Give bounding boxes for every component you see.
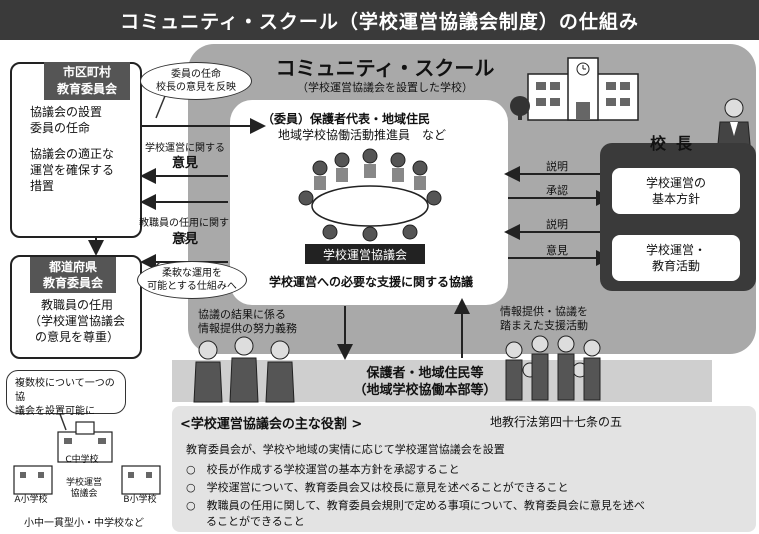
school-b-label: B小学校 [123, 495, 157, 505]
council-support-text: 学校運営への必要な支援に関する協議 [268, 275, 473, 289]
roles-item-1: ○ 校長が作成する学校運営の基本方針を承認すること [186, 463, 460, 476]
residents-illustration-icon [505, 335, 601, 401]
parents-illustration-icon [193, 336, 295, 403]
city-board-text2: 協議会の適正な 運営を確保する 措置 [30, 147, 115, 193]
roles-law-reference: 地教行法第四十七条の五 [490, 415, 623, 429]
pref-board-header: 都道府県 教育委員会 [30, 257, 116, 293]
arrow-label-explain-2: 説明 [546, 218, 568, 231]
council-members-line1: （委員）保護者代表・地域住民 [262, 112, 431, 126]
arrow-label-explain-1: 説明 [546, 160, 568, 173]
page-title: コミュニティ・スクール（学校運営協議会制度）の仕組み [0, 0, 759, 40]
city-board-text1: 協議会の設置 委員の任命 [30, 105, 103, 135]
multi-school-bubble: 複数校について一つの協 議会を設置可能に [6, 370, 126, 417]
opinion-school-operation-label: 意見 [171, 156, 198, 171]
roles-intro: 教育委員会が、学校や地域の実情に応じて学校運営協議会を設置 [186, 443, 505, 456]
council-label: 学校運営協議会 [305, 244, 425, 264]
roles-item-3: ○ 教職員の任用に関して、教育委員会規則で定める事項について、教育委員会に意見を… [186, 499, 645, 512]
opinion-school-operation-caption: 学校運営に関する [145, 143, 225, 154]
school-building-icon [510, 57, 639, 121]
pref-board-text: 教職員の任用 （学校運営協議会 の意見を尊重） [28, 298, 125, 344]
principal-basic-policy: 学校運営の 基本方針 [612, 168, 740, 214]
opinion-staff-appointment-label: 意見 [171, 232, 198, 247]
community-school-title: コミュニティ・スクール [275, 56, 495, 80]
principal-operation-activity: 学校運営・ 教育活動 [612, 235, 740, 281]
school-c-label: C中学校 [65, 455, 99, 465]
meeting-illustration-icon [298, 148, 442, 242]
roles-title: <学校運営協議会の主な役割 > [180, 417, 363, 432]
roles-item-2: ○ 学校運営について、教育委員会又は校長に意見を述べることができること [186, 481, 569, 494]
principal-label: 校長 [650, 134, 703, 153]
bubble-principal-opinion: 委員の任命 校長の意見を反映 [140, 62, 252, 100]
guardians-label: 保護者・地域住民等 （地域学校協働本部等） [353, 366, 497, 398]
bubble-flexible-operation: 柔軟な運用を 可能とする仕組みへ [137, 261, 247, 299]
arrow-label-opinion: 意見 [546, 244, 568, 257]
roles-item-3-cont: ることができること [206, 515, 305, 528]
community-school-subtitle: （学校運営協議会を設置した学校） [297, 81, 473, 94]
school-a-label: A小学校 [14, 495, 48, 505]
city-board-header: 市区町村 教育委員会 [44, 62, 130, 100]
effort-obligation-text: 協議の結果に係る 情報提供の努力義務 [198, 308, 297, 335]
roles-box [172, 406, 756, 532]
multi-school-illustration-icon [13, 421, 161, 495]
arrow-label-approve: 承認 [546, 184, 568, 197]
multi-council-label: 学校運営 協議会 [65, 478, 102, 499]
multi-school-caption: 小中一貫型小・中学校など [24, 518, 144, 529]
support-activity-text: 情報提供・協議を 踏まえた支援活動 [500, 305, 588, 332]
guardians-bar [172, 360, 712, 402]
council-members-line2: 地域学校協働活動推進員 など [278, 128, 447, 142]
opinion-staff-appointment-caption: 教職員の任用に関する [139, 218, 229, 244]
